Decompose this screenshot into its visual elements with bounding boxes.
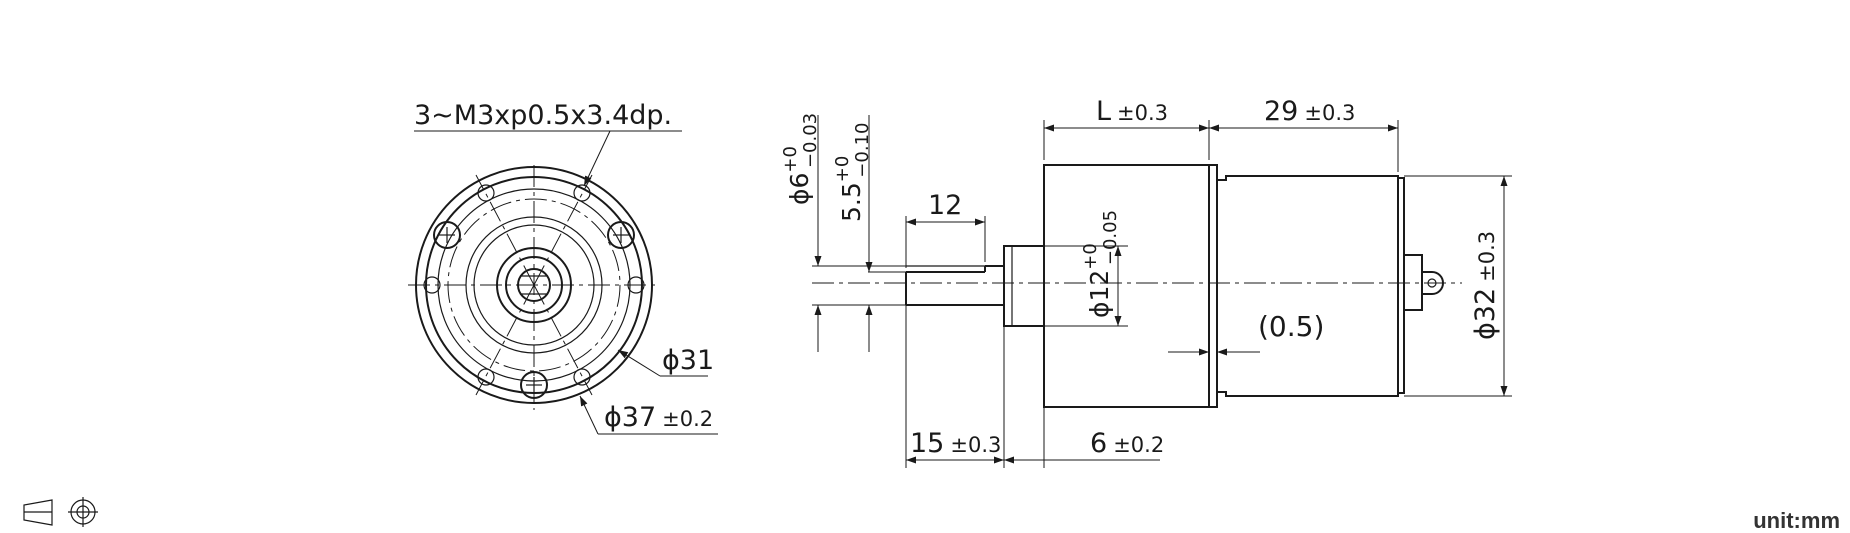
front-dia-outer-label: ϕ37±0.2 [604,402,713,433]
motor-body [1208,164,1405,408]
gearbox-body [1043,164,1210,408]
shaft-dia-label: ϕ6+0−0.03 [780,113,821,205]
tapped-holes [423,174,645,396]
output-shaft [905,265,1004,306]
shaft-circle [517,268,551,302]
screw-top-left [433,221,461,249]
flat-length-label: 12 [928,190,962,221]
unit-label: unit:mm [1753,508,1840,533]
motor-dia-label: ϕ32±0.3 [1470,231,1501,340]
shaft-flat-label: 5.5+0−0.10 [832,123,873,222]
thread-callout: 3~M3xp0.5x3.4dp. [414,100,672,131]
side-view: ϕ6+0−0.03 5.5+0−0.10 12 ϕ12+0−0.05 L±0.3 [780,96,1512,468]
gearbox-length-label: L±0.3 [1096,96,1168,127]
screw-bottom [520,371,548,399]
screw-top-right [607,221,635,249]
motor-length-label: 29±0.3 [1264,96,1355,127]
boss-length-label: 6±0.2 [1090,428,1164,459]
shaft-length-label: 15±0.3 [910,428,1001,459]
gearbox-outer-circle [415,166,653,404]
gearbox-boss [1003,245,1045,327]
front-dia-inner-label: ϕ31 [662,345,714,376]
rear-terminal [1403,254,1444,311]
first-angle-projection-icon [23,497,98,527]
gap-label: (0.5) [1258,310,1324,343]
boss-dia-label: ϕ12+0−0.05 [1080,210,1121,318]
front-view: 3~M3xp0.5x3.4dp. ϕ31 ϕ37±0.2 [408,100,718,435]
